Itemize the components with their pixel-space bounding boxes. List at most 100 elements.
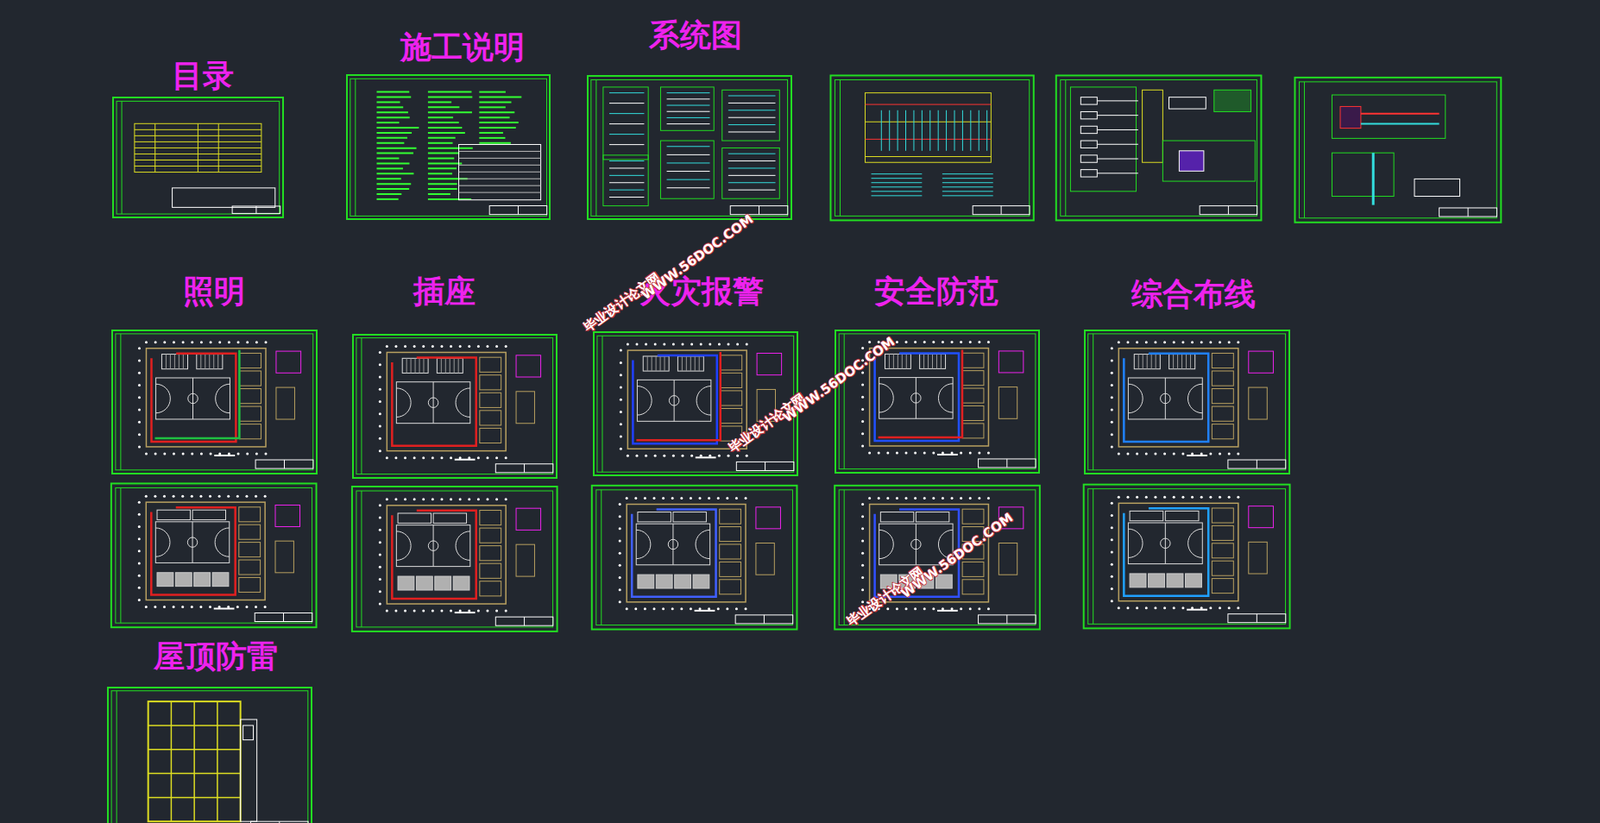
drawing-line xyxy=(376,198,398,201)
drawing-rect xyxy=(1133,354,1160,370)
drawing-rect xyxy=(972,206,1030,215)
axis-marker xyxy=(440,497,443,501)
drawing-line xyxy=(428,193,451,196)
axis-marker xyxy=(264,495,267,498)
drawing-rect xyxy=(1228,459,1286,469)
axis-marker xyxy=(987,451,990,454)
drawing-line xyxy=(214,454,235,457)
axis-marker xyxy=(699,343,703,347)
drawing-sheet: 综合布线 xyxy=(1083,329,1291,475)
drawing-line xyxy=(901,353,903,369)
drawing-line xyxy=(478,126,516,129)
drawing-line xyxy=(478,100,511,103)
drawing-sheet: 插座 xyxy=(352,333,558,479)
axis-marker xyxy=(923,340,926,344)
drawing-line xyxy=(897,353,899,369)
drawing-line xyxy=(728,167,776,169)
axis-marker xyxy=(708,343,712,347)
axis-marker xyxy=(236,495,240,498)
axis-marker xyxy=(1110,514,1114,517)
drawing-rect xyxy=(115,487,313,624)
drawing-rect xyxy=(719,509,742,524)
court-circle xyxy=(428,397,439,409)
drawing-rect xyxy=(722,89,781,141)
drawing-rect xyxy=(655,574,673,589)
axis-marker xyxy=(868,451,871,454)
drawing-rect xyxy=(157,510,190,520)
drawing-line xyxy=(844,333,845,470)
sheet-heading: 系统图 xyxy=(648,14,743,57)
drawing-line xyxy=(937,610,958,612)
axis-marker xyxy=(378,529,382,532)
drawing-rect xyxy=(636,379,711,422)
drawing-rect xyxy=(239,542,261,558)
drawing-line xyxy=(428,100,452,103)
drawing-line xyxy=(121,100,123,215)
axis-marker xyxy=(969,340,972,344)
axis-marker xyxy=(181,605,184,609)
axis-marker xyxy=(1236,606,1240,610)
drawing-line xyxy=(517,205,519,215)
axis-marker xyxy=(431,456,435,460)
drawing-line xyxy=(428,182,458,185)
drawing-rect xyxy=(735,615,794,624)
axis-marker xyxy=(403,497,407,501)
drawing-line xyxy=(376,137,407,139)
drawing-line xyxy=(170,354,171,370)
drawing-line xyxy=(218,123,220,172)
axis-marker xyxy=(255,340,259,344)
axis-marker xyxy=(1181,340,1185,344)
drawing-line xyxy=(1172,354,1174,370)
drawing-line xyxy=(905,110,907,152)
drawing-rect xyxy=(156,377,231,420)
axis-marker xyxy=(378,388,382,391)
sheet-drawing xyxy=(834,485,1040,630)
axis-marker xyxy=(413,345,416,348)
drawing-rect xyxy=(998,387,1017,420)
drawing-line xyxy=(433,525,435,567)
drawing-rect xyxy=(627,350,747,449)
drawing-line xyxy=(940,353,942,369)
drawing-line xyxy=(360,491,362,628)
drawing-line xyxy=(609,175,644,177)
drawing-line xyxy=(478,116,510,119)
court-arc xyxy=(879,384,895,413)
drawing-line xyxy=(1467,207,1469,217)
axis-marker xyxy=(736,343,739,347)
drawing-line xyxy=(1186,454,1208,457)
drawing-line xyxy=(1360,113,1440,115)
drawing-line xyxy=(174,354,176,370)
drawing-rect xyxy=(1214,89,1252,112)
axis-marker xyxy=(477,345,480,348)
drawing-line xyxy=(376,193,402,196)
court-arc xyxy=(1188,529,1204,558)
drawing-rect xyxy=(1211,371,1234,386)
axis-marker xyxy=(163,605,166,609)
drawing-line xyxy=(764,461,766,471)
axis-marker xyxy=(1190,340,1194,344)
drawing-line xyxy=(758,206,760,215)
axis-marker xyxy=(905,340,908,344)
drawing-line xyxy=(694,356,696,372)
axis-marker xyxy=(1236,452,1240,455)
drawing-rect xyxy=(962,405,984,421)
drawing-line xyxy=(763,615,765,624)
drawing-line xyxy=(165,354,167,370)
drawing-line xyxy=(283,613,284,623)
axis-marker xyxy=(467,497,471,501)
drawing-rect xyxy=(516,508,542,530)
axis-marker xyxy=(485,456,489,460)
drawing-rect xyxy=(719,544,742,560)
drawing-rect xyxy=(495,464,554,473)
drawing-rect xyxy=(1165,510,1199,521)
axis-marker xyxy=(1110,396,1114,399)
drawing-rect xyxy=(459,144,542,200)
drawing-line xyxy=(410,358,412,373)
drawing-line xyxy=(1256,614,1258,624)
axis-marker xyxy=(672,343,675,347)
axis-marker xyxy=(654,343,657,347)
drawing-rect xyxy=(1248,351,1274,373)
drawing-rect xyxy=(1080,111,1097,119)
drawing-line xyxy=(376,121,399,124)
axis-marker xyxy=(619,361,623,365)
